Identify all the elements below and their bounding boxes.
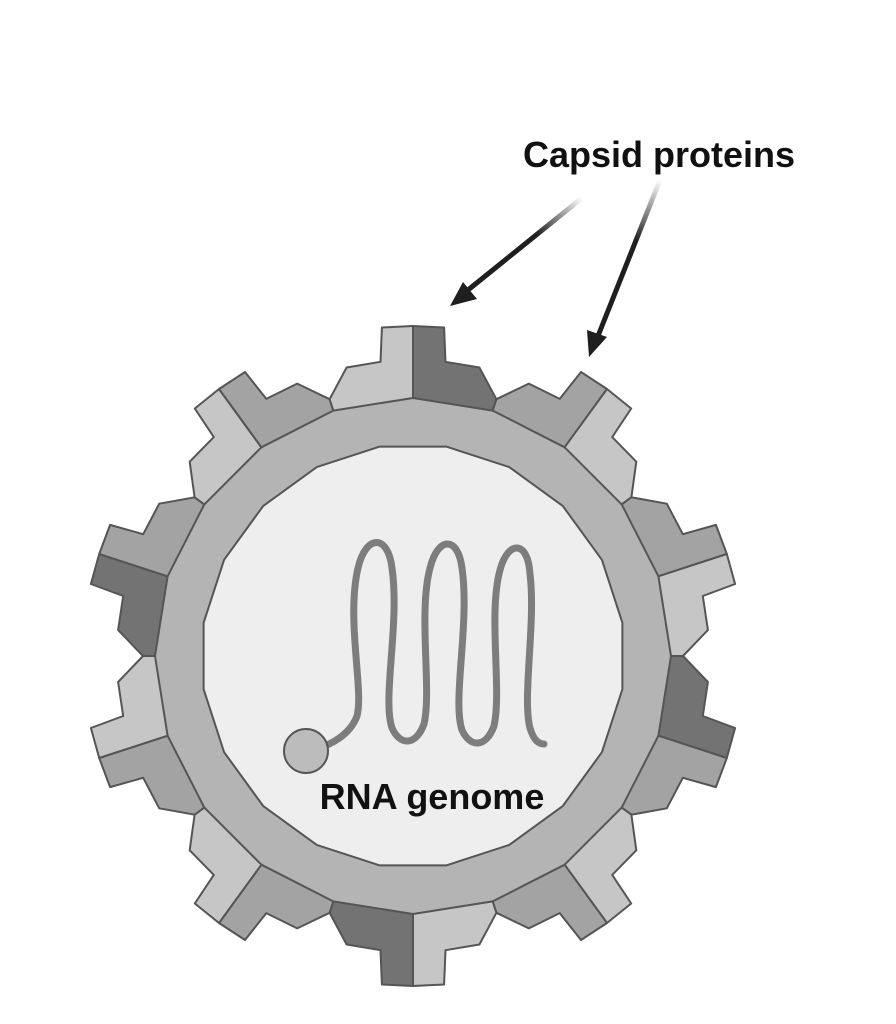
rna-strand [314,539,548,752]
arrow-line-right [595,179,663,337]
capsid-protein-subunit [412,900,498,987]
capsid-protein-subunit [328,900,414,987]
capsid-proteins-label: Capsid proteins [523,134,795,175]
capsid-protein-subunit [89,553,169,657]
arrow-line-left [466,196,584,292]
capsid-protein-subunit [98,734,206,816]
capsid-protein-subunit [412,325,498,412]
capsid-protein-subunit [188,388,263,506]
capsid-protein-subunit [657,655,737,759]
capsid-protein-subunit [328,325,414,412]
capsid-protein-subunit [218,863,335,941]
rna-genome-label: RNA genome [320,776,545,817]
arrow-head-left [450,282,477,306]
virus-capsid [89,325,737,987]
arrow-head-right [587,330,607,357]
capsid-protein-subunit [563,806,638,924]
rna-5-prime-end [283,728,329,774]
capsid-protein-subunit [491,371,608,449]
rna-genome [283,539,548,774]
capsid-protein-subunit [620,496,728,578]
pointer-arrows [450,179,663,357]
